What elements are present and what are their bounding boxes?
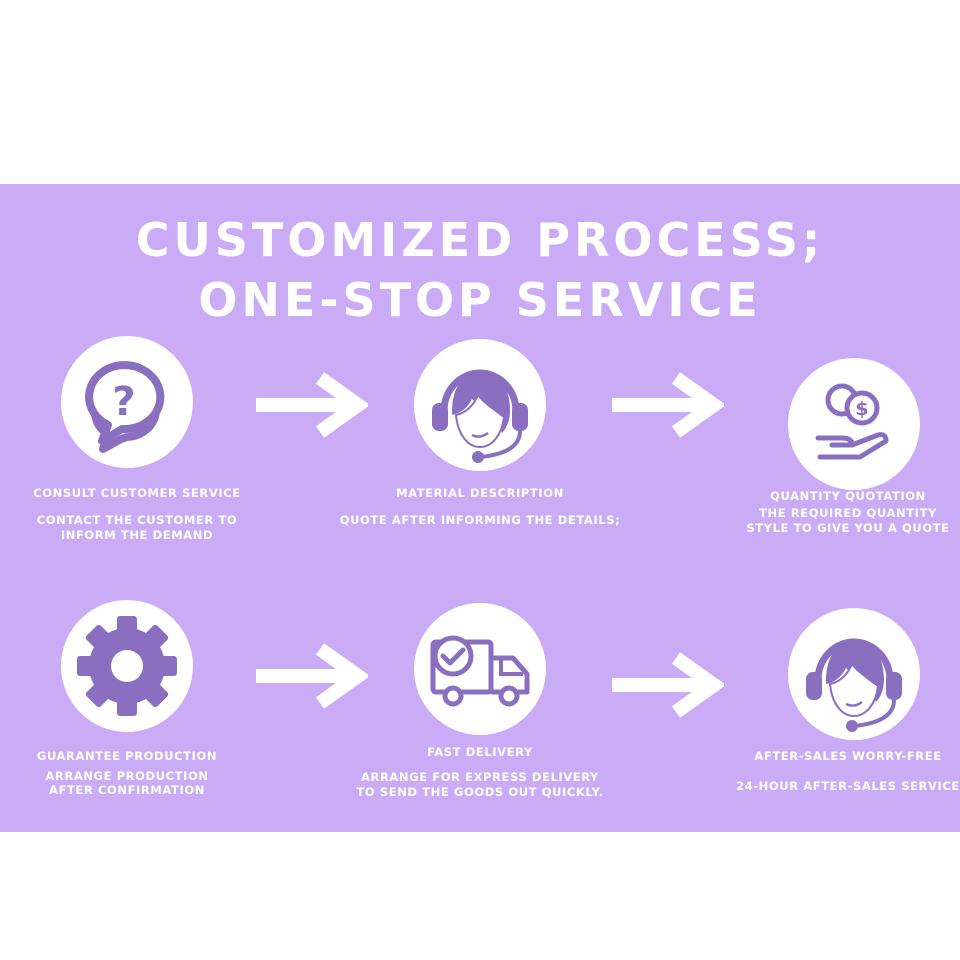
title-line-1: CUSTOMIZED PROCESS; [135, 213, 825, 267]
step-5-title: FAST DELIVERY [427, 745, 533, 759]
step-6-title: AFTER-SALES WORRY-FREE [754, 749, 942, 763]
step-quotation-circle: $ [788, 358, 920, 490]
delivery-truck-icon [430, 635, 530, 707]
step-4-line-1: ARRANGE PRODUCTION [45, 769, 209, 783]
step-3-title: QUANTITY QUOTATION [770, 489, 926, 503]
arrow-right-icon [256, 643, 368, 709]
svg-text:$: $ [855, 398, 868, 420]
step-consult-circle: ? [61, 336, 193, 468]
gear-icon [77, 616, 177, 716]
step-1-line-1: CONTACT THE CUSTOMER TO [36, 513, 238, 527]
step-3-line-2: STYLE TO GIVE YOU A QUOTE [746, 521, 950, 535]
step-3-line-1: THE REQUIRED QUANTITY [759, 506, 937, 520]
arrow-right-icon [612, 652, 724, 718]
step-after-sales-circle [788, 608, 920, 740]
step-4-title: GUARANTEE PRODUCTION [36, 749, 218, 763]
step-1-line-2: INFORM THE DEMAND [60, 528, 214, 542]
step-2-title: MATERIAL DESCRIPTION [396, 486, 564, 500]
question-chat-icon: ? [85, 361, 165, 453]
headset-agent-icon [806, 638, 902, 732]
step-5-line-1: ARRANGE FOR EXPRESS DELIVERY [361, 770, 599, 784]
step-2-line-1: QUOTE AFTER INFORMING THE DETAILS; [339, 513, 621, 527]
arrow-right-icon [612, 372, 724, 438]
step-4-line-2: AFTER CONFIRMATION [49, 783, 205, 797]
step-6-line-1: 24-HOUR AFTER-SALES SERVICE [736, 779, 960, 793]
step-1-title: CONSULT CUSTOMER SERVICE [33, 486, 241, 500]
step-production-circle [61, 600, 193, 732]
arrow-right-icon [256, 372, 368, 438]
step-material-circle [414, 339, 546, 471]
coin-hand-icon: $ [815, 383, 889, 460]
svg-text:?: ? [112, 379, 135, 425]
headset-agent-icon [432, 369, 528, 463]
step-delivery-circle [414, 603, 546, 735]
title-line-2: ONE-STOP SERVICE [198, 273, 762, 327]
step-5-line-2: TO SEND THE GOODS OUT QUICKLY. [356, 785, 604, 799]
